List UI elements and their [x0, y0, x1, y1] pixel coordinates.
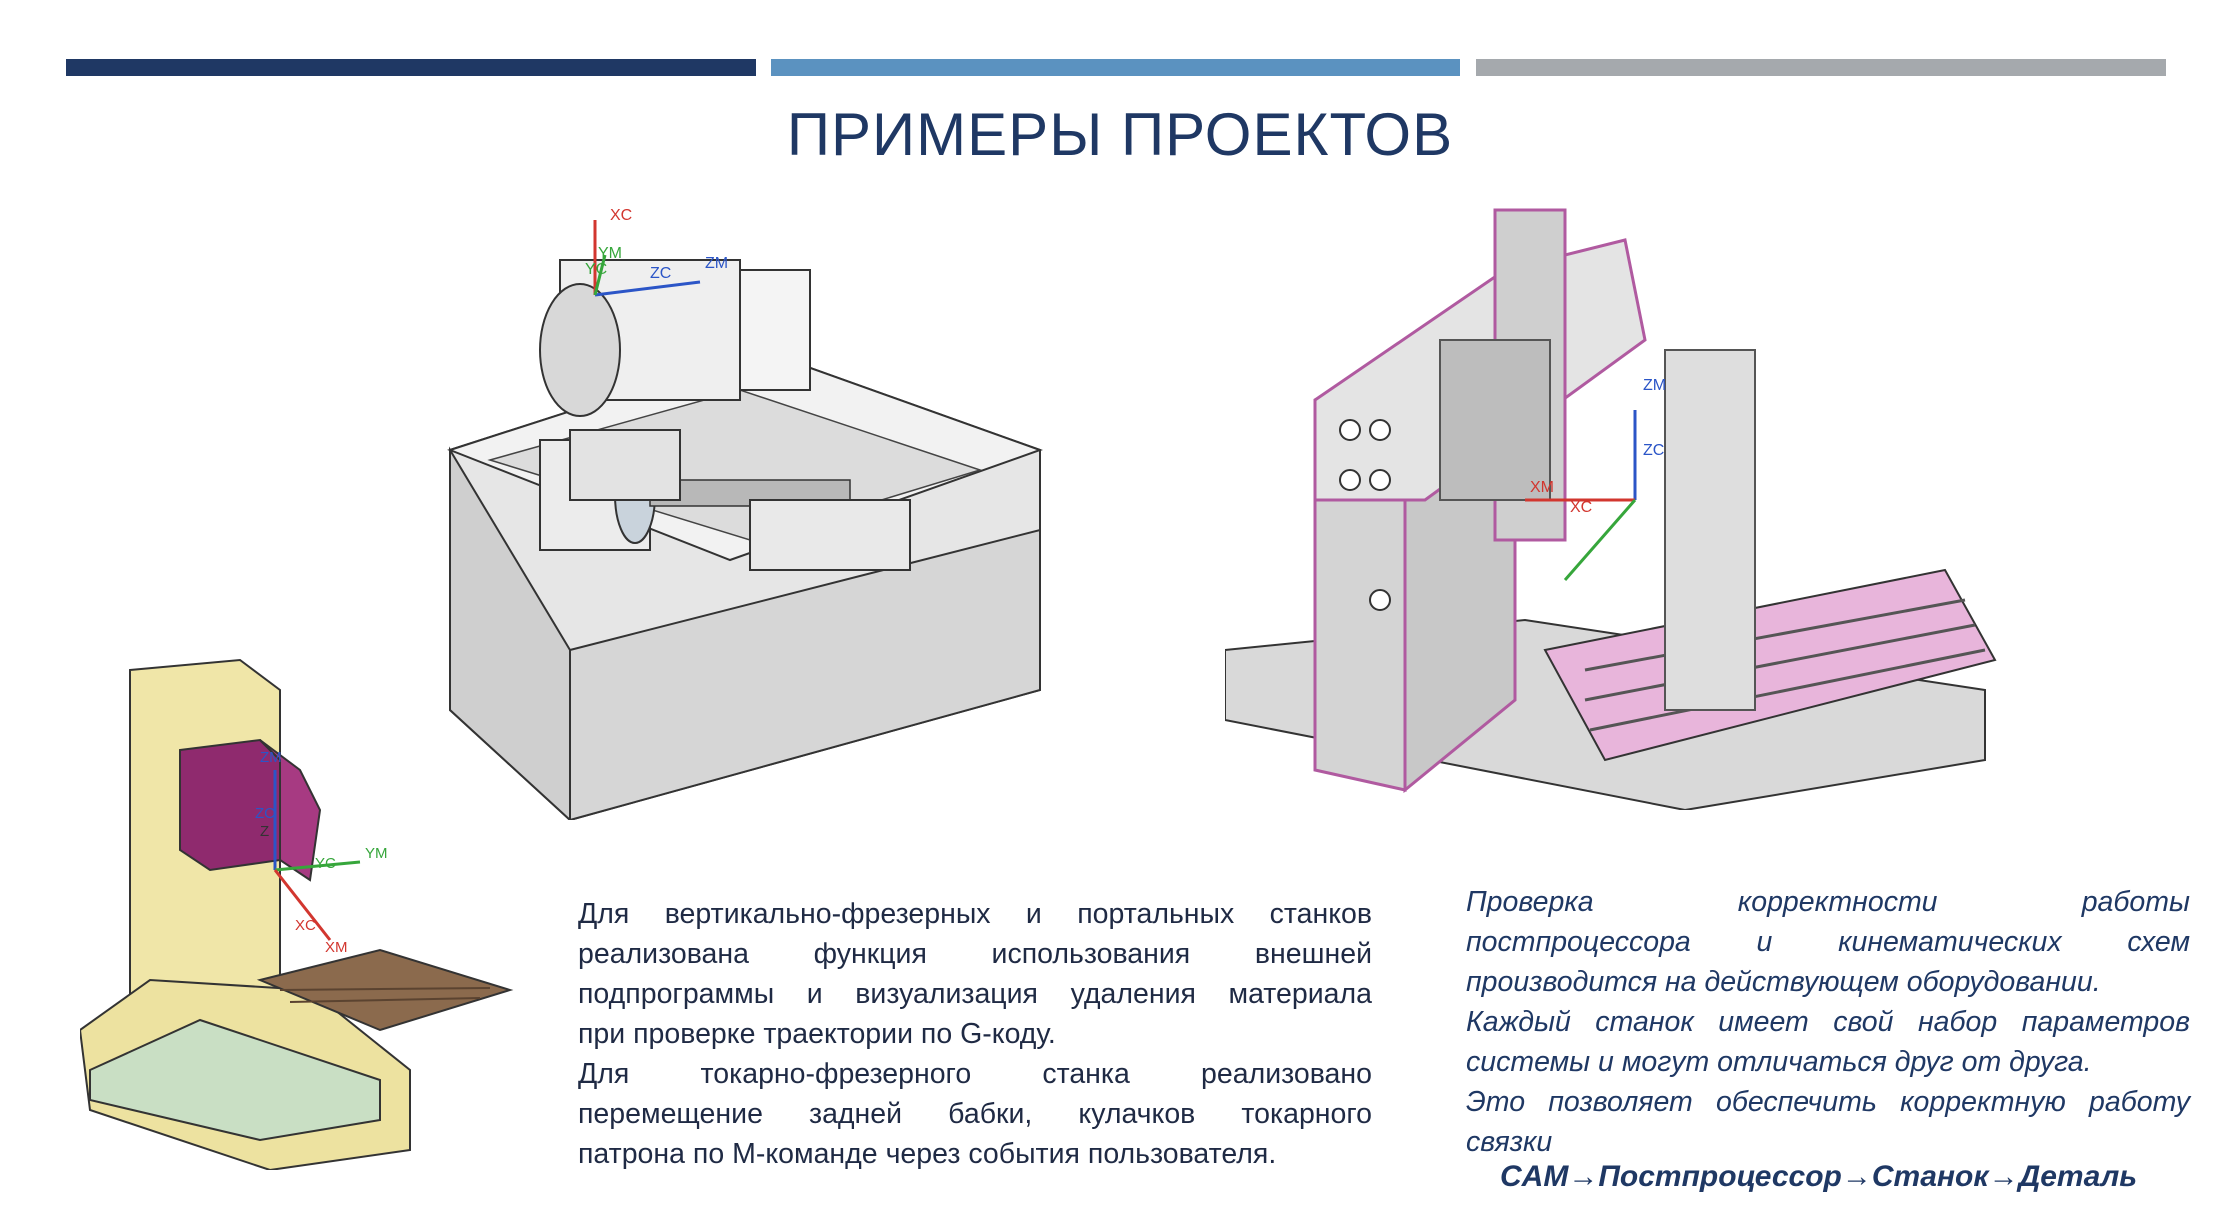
- vertical-mill-illustration: ZM ZC Z YC YM XC XM: [80, 658, 514, 1170]
- mill-axis-xc: XC: [295, 917, 316, 934]
- gantry-axis-zc: ZC: [1643, 442, 1664, 459]
- mill-axis-xm: XM: [325, 939, 348, 956]
- left-text-line: Для токарно-фрезерного станка реализован…: [578, 1058, 1372, 1090]
- lathe-axis-xc: XC: [610, 207, 632, 224]
- chain-arrow-icon: →: [1568, 1160, 1599, 1193]
- slide-title: ПРИМЕРЫ ПРОЕКТОВ: [786, 101, 1454, 168]
- lathe-axis-zm: ZM: [705, 255, 728, 272]
- lathe-machine-illustration: XC YM YC ZC ZM: [447, 207, 1043, 820]
- gantry-axis-xc: XC: [1570, 499, 1592, 516]
- header-bar-dark: [66, 59, 756, 76]
- chain-item-postprocessor: Постпроцессор: [1598, 1160, 1842, 1193]
- lathe-axis-zc: ZC: [650, 265, 671, 282]
- right-text-line: Проверка корректности работы: [1466, 886, 2190, 918]
- chain-arrow-icon: →: [1988, 1160, 2019, 1193]
- right-text-line: системы и могут отличаться друг от друга…: [1466, 1046, 2092, 1078]
- chain-arrow-icon: →: [1841, 1160, 1872, 1193]
- right-text-line: производится на действующем оборудовании…: [1466, 966, 2101, 998]
- mill-axis-zc: ZC: [255, 805, 275, 822]
- mill-axis-z: Z: [260, 823, 269, 840]
- right-text-line: постпроцессора и кинематических схем: [1466, 926, 2190, 958]
- gantry-machine-illustration: ZM ZC XM XC: [1225, 208, 1997, 810]
- mill-axis-yc: YC: [315, 855, 336, 872]
- chain-item-part: Деталь: [2018, 1160, 2138, 1193]
- left-text-line: реализована функция использования внешне…: [578, 938, 1372, 970]
- mill-axis-zm: ZM: [260, 749, 282, 766]
- left-description: Для вертикально-фрезерных и портальных с…: [578, 894, 1372, 1174]
- right-text-line: Каждый станок имеет свой набор параметро…: [1466, 1006, 2190, 1038]
- workflow-chain: CAM→Постпроцессор→Станок→Деталь: [1500, 1160, 2220, 1194]
- right-text-line: связки: [1466, 1126, 1553, 1158]
- mill-axis-ym: YM: [365, 845, 388, 862]
- left-text-line: перемещение задней бабки, кулачков токар…: [578, 1098, 1372, 1130]
- right-text-line: Это позволяет обеспечить корректную рабо…: [1466, 1086, 2190, 1118]
- chain-item-cam: CAM: [1500, 1160, 1569, 1193]
- left-text-line: Для вертикально-фрезерных и портальных с…: [578, 898, 1372, 930]
- header-bar-gray: [1476, 59, 2166, 76]
- left-text-line: при проверке траектории по G-коду.: [578, 1018, 1056, 1050]
- left-text-line: подпрограммы и визуализация удаления мат…: [578, 978, 1372, 1010]
- gantry-axis-xm: XM: [1530, 479, 1554, 496]
- header-bar-blue: [771, 59, 1460, 76]
- gantry-axis-zm: ZM: [1643, 377, 1666, 394]
- chain-item-machine: Станок: [1871, 1160, 1989, 1193]
- right-description: Проверка корректности работы постпроцесс…: [1466, 882, 2190, 1162]
- left-text-line: патрона по М-команде через события польз…: [578, 1138, 1277, 1170]
- lathe-axis-ym: YM: [598, 245, 622, 262]
- lathe-axis-yc: YC: [585, 261, 607, 278]
